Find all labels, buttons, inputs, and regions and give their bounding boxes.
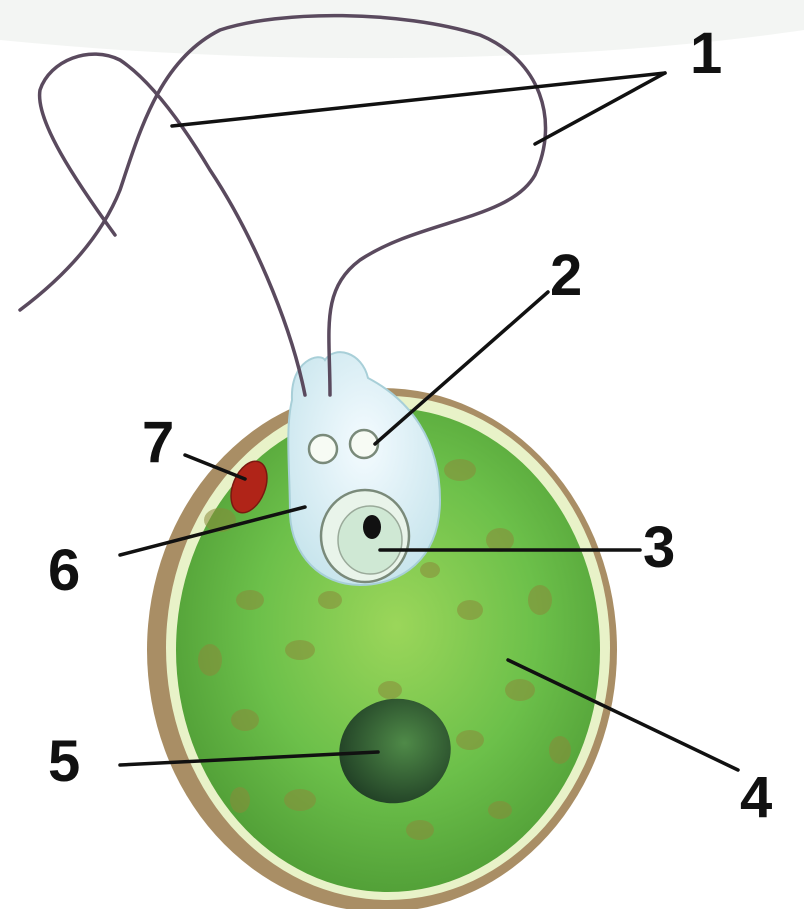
leader-line-1a — [172, 73, 665, 126]
label-1: 1 — [690, 21, 722, 86]
label-2: 2 — [550, 243, 582, 308]
background-swoosh — [0, 0, 804, 58]
label-4: 4 — [740, 765, 772, 830]
label-7: 7 — [142, 410, 174, 475]
label-6: 6 — [48, 538, 80, 603]
nucleus — [321, 490, 409, 582]
label-3: 3 — [643, 515, 675, 580]
nucleolus — [363, 515, 381, 539]
flagella — [20, 16, 546, 395]
label-5: 5 — [48, 729, 80, 794]
